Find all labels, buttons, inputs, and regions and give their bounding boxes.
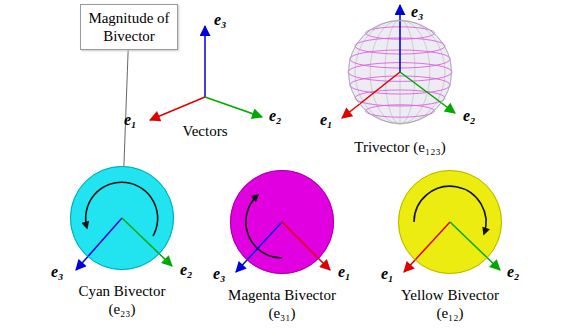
bivector-discs-stroke [70, 166, 174, 270]
yellow-bivector: Yellow Bivector (e₁₂) [398, 170, 502, 274]
axis-label: e₂ [507, 264, 520, 280]
bivector-discs [70, 166, 502, 274]
yellow-bivector-outline [398, 170, 502, 274]
vector-axes-stroke [205, 97, 262, 117]
yellow-bivector-outline [399, 171, 502, 274]
bivector-axes-stroke [404, 222, 450, 272]
trivector-sphere-outline [349, 21, 452, 124]
trivector-sphere-outline [348, 20, 452, 124]
magenta-bivector-outline [230, 170, 334, 274]
callout-box: Magnitude of Bivector [80, 4, 178, 50]
cyan-bivector-outline [70, 166, 174, 270]
bivector-caption: Yellow Bivector (e₁₂) [394, 286, 506, 322]
axis-label: e₁ [338, 264, 351, 280]
bivector-axes-stroke [236, 222, 282, 272]
bivector-discs-stroke [230, 170, 334, 274]
cyan-bivector-outline [71, 167, 174, 270]
trivector-sphere-stroke [355, 90, 445, 106]
bivector-caption: Magenta Bivector (e₃₁) [220, 286, 344, 322]
axis-label: e₃ [411, 4, 424, 20]
axis-label: e₂ [269, 108, 282, 124]
callout-text: Magnitude of Bivector [87, 9, 171, 45]
bivector-axes-stroke [450, 222, 500, 270]
magenta-bivector-outline [231, 171, 334, 274]
bivector-caption: Cyan Bivector (e₂₃) [66, 282, 178, 318]
vector-axes-stroke [204, 26, 206, 97]
trivector-sphere: Trivector (e₁₂₃) [348, 20, 452, 124]
rotation-arrows [86, 182, 486, 258]
rotation-arrows-stroke [414, 186, 486, 234]
axis-label: e₁ [124, 112, 137, 128]
group-label: Vectors [183, 124, 228, 139]
axis-label: e₃ [214, 12, 227, 28]
trivector-axes [342, 5, 455, 118]
leader-line [124, 50, 128, 166]
rotation-arrows-stroke [246, 195, 282, 258]
vector-axes-stroke [150, 97, 205, 120]
axis-label: e₃ [213, 266, 226, 282]
bivector-caption: Trivector (e₁₂₃) [354, 138, 445, 156]
axis-label: e₁ [320, 112, 333, 128]
bivector-axes-stroke [282, 222, 330, 270]
trivector-axes-stroke [342, 72, 400, 118]
cyan-bivector: Cyan Bivector (e₂₃) [70, 166, 174, 270]
bivector-axes [76, 218, 500, 272]
axis-label: e₂ [180, 262, 193, 278]
trivector-axes-stroke [399, 5, 401, 72]
axis-label: e₃ [51, 264, 64, 280]
magenta-bivector: Magenta Bivector (e₃₁) [230, 170, 334, 274]
axis-label: e₁ [381, 266, 394, 282]
axis-label: e₂ [463, 108, 476, 124]
trivector-sphere-stroke [366, 105, 435, 117]
bivector-axes-stroke [76, 218, 122, 270]
bivector-axes-stroke [122, 218, 172, 266]
rotation-arrows-stroke [86, 182, 158, 236]
trivector-sphere-stroke [350, 76, 451, 94]
bivector-discs-stroke [398, 170, 502, 274]
